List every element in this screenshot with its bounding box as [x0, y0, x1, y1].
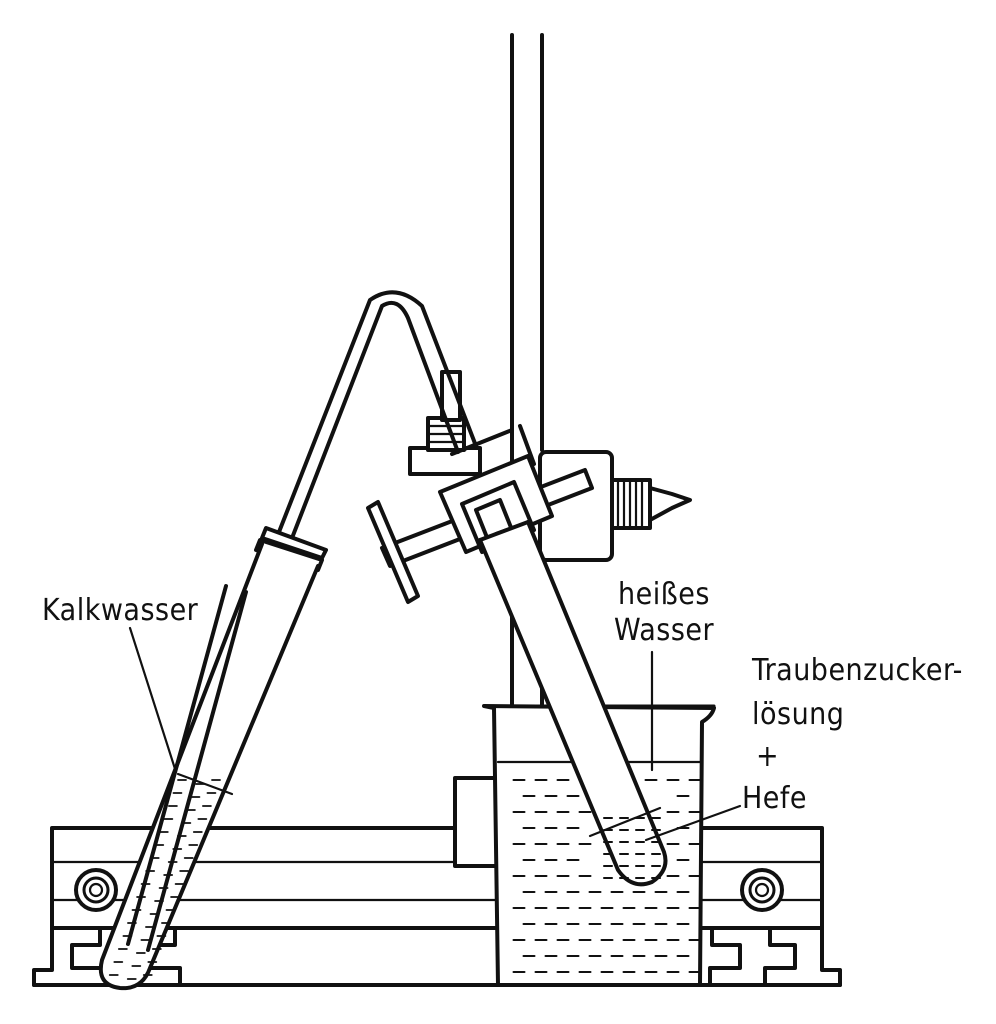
label-traubenzucker: Traubenzucker- [752, 653, 963, 688]
leader-lines [128, 626, 742, 842]
label-loesung: lösung [752, 697, 845, 732]
limewater [108, 779, 221, 980]
bolt-left [74, 868, 118, 912]
label-wasser: Wasser [614, 613, 715, 648]
label-heisses: heißes [618, 577, 710, 612]
bolt-right [740, 868, 784, 912]
label-kalkwasser: Kalkwasser [42, 593, 199, 628]
label-plus: + [756, 739, 780, 774]
clamp-assembly [366, 370, 692, 604]
beaker [482, 704, 716, 987]
support-block [453, 776, 499, 868]
sugar-yeast-solution [603, 817, 661, 879]
hot-water [512, 779, 702, 973]
label-hefe: Hefe [742, 781, 808, 816]
delivery-tube [124, 290, 478, 932]
